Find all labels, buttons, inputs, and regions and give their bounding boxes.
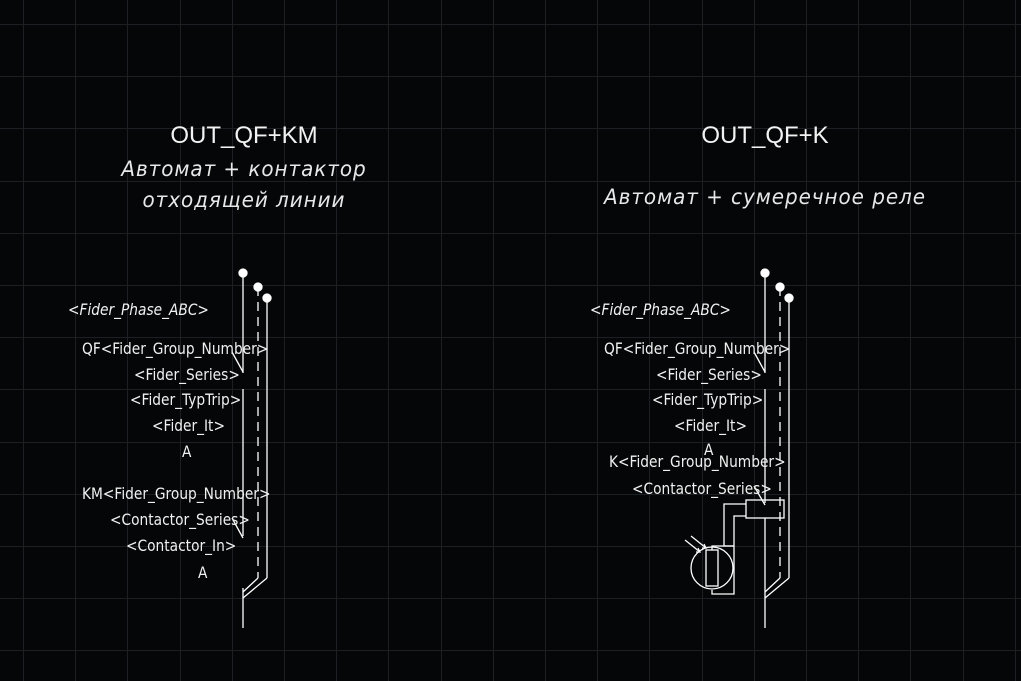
- qf-current-attribute: <Fider_It>: [152, 416, 225, 435]
- schematic-qf-k[interactable]: [684, 268, 794, 628]
- qf-trip-attribute: <Fider_TypTrip>: [130, 390, 242, 409]
- qf-series-attribute: <Fider_Series>: [656, 365, 762, 384]
- sensor-wire: [711, 545, 734, 550]
- qf-contact: [231, 351, 244, 373]
- phase-c-join: [764, 577, 790, 599]
- qf-unit: A: [182, 442, 192, 461]
- phase-b-join: [764, 577, 781, 593]
- terminal-c-icon: [784, 293, 794, 303]
- qf-name-attribute: QF<Fider_Group_Number>: [82, 339, 269, 358]
- terminal-a-icon: [760, 268, 770, 278]
- block-subtitle: отходящей линии: [142, 188, 346, 212]
- schematic-qf-km[interactable]: [231, 268, 272, 628]
- photo-sensor-element: [705, 549, 719, 587]
- k-contact: [753, 485, 766, 506]
- qf-contact: [753, 351, 766, 373]
- km-current-attribute: <Contactor_In>: [126, 536, 237, 555]
- block-title: OUT_QF+KM: [170, 122, 318, 149]
- km-series-attribute: <Contactor_Series>: [110, 510, 250, 529]
- relay-wire-top: [723, 503, 746, 547]
- qf-series-attribute: <Fider_Series>: [134, 365, 240, 384]
- relay-coil-icon: [745, 499, 785, 519]
- qf-current-attribute: <Fider_It>: [674, 416, 747, 435]
- block-title: OUT_QF+K: [701, 122, 829, 149]
- km-name-attribute: KM<Fider_Group_Number>: [82, 484, 271, 503]
- km-unit: A: [198, 563, 208, 582]
- qf-unit: A: [704, 440, 714, 459]
- photo-sensor-icon: [690, 546, 734, 590]
- light-arrow-icon: [684, 539, 701, 553]
- terminal-a-icon: [238, 268, 248, 278]
- block-subtitle: Автомат + сумеречное реле: [604, 185, 926, 209]
- relay-wire-bottom: [711, 515, 746, 595]
- qf-name-attribute: QF<Fider_Group_Number>: [604, 339, 791, 358]
- terminal-b-icon: [253, 282, 263, 292]
- phase-b-join: [242, 577, 259, 593]
- phase-attribute: <Fider_Phase_ABC>: [590, 300, 731, 319]
- light-arrow-icon: [690, 535, 707, 549]
- k-series-attribute: <Contactor_Series>: [632, 479, 772, 498]
- arrow-head: [702, 543, 708, 549]
- qf-trip-attribute: <Fider_TypTrip>: [652, 390, 764, 409]
- phase-c-join: [242, 577, 268, 599]
- km-contact: [231, 517, 244, 539]
- terminal-c-icon: [262, 293, 272, 303]
- arrow-head: [696, 547, 702, 553]
- terminal-b-icon: [775, 282, 785, 292]
- block-subtitle: Автомат + контактор: [121, 157, 367, 181]
- k-name-attribute: K<Fider_Group_Number>: [609, 452, 786, 471]
- phase-attribute: <Fider_Phase_ABC>: [68, 300, 209, 319]
